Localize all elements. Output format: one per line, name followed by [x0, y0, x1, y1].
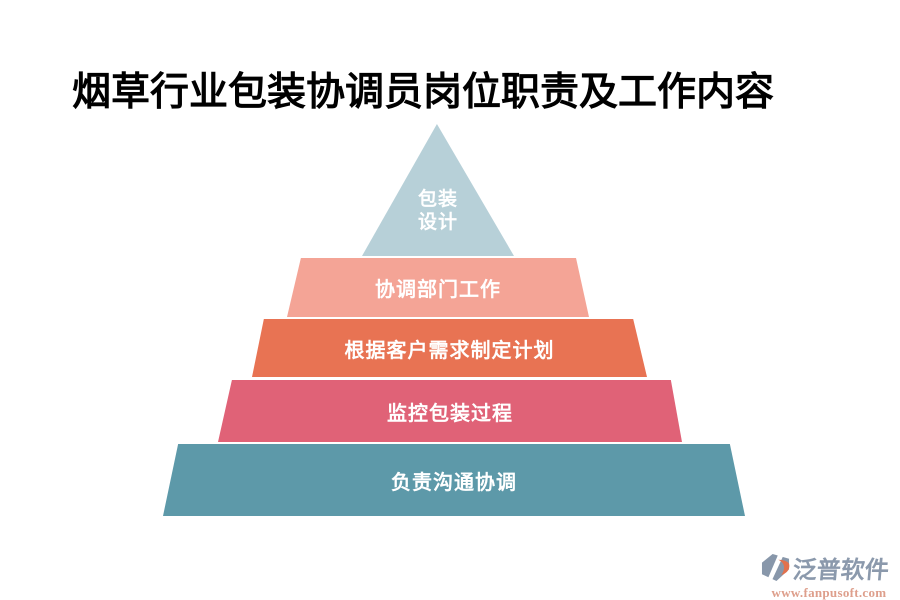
- pyramid-level-label: 监控包装过程: [387, 400, 513, 425]
- pyramid-level-plan-by-customer-needs: 根据客户需求制定计划: [252, 319, 647, 377]
- pyramid-level-label: 根据客户需求制定计划: [344, 337, 555, 362]
- brand-watermark: 泛普软件 www.fanpusoft.com: [760, 550, 898, 600]
- pyramid-level-label: 协调部门工作: [375, 277, 501, 301]
- brand-name: 泛普软件: [791, 556, 891, 584]
- pyramid-level-monitor-packaging: 监控包装过程: [218, 380, 682, 442]
- pyramid-level-label-line: 设计: [417, 211, 458, 233]
- pyramid-level-packaging-design: 包装 设计: [362, 124, 514, 256]
- page-title: 烟草行业包装协调员岗位职责及工作内容: [72, 70, 775, 116]
- pyramid-level-label-line: 包装: [417, 188, 458, 210]
- pyramid-level-label: 负责沟通协调: [391, 469, 517, 494]
- logo-slash-shape: [766, 553, 784, 582]
- logo-swoosh-shape: [778, 559, 790, 576]
- brand-row: 泛普软件: [760, 550, 898, 585]
- pyramid-level-communication-coordination: 负责沟通协调: [163, 444, 745, 516]
- pyramid-level-coordinate-departments: 协调部门工作: [287, 258, 589, 317]
- fanpu-logo-icon: [761, 553, 790, 582]
- brand-website: www.fanpusoft.com: [771, 585, 887, 600]
